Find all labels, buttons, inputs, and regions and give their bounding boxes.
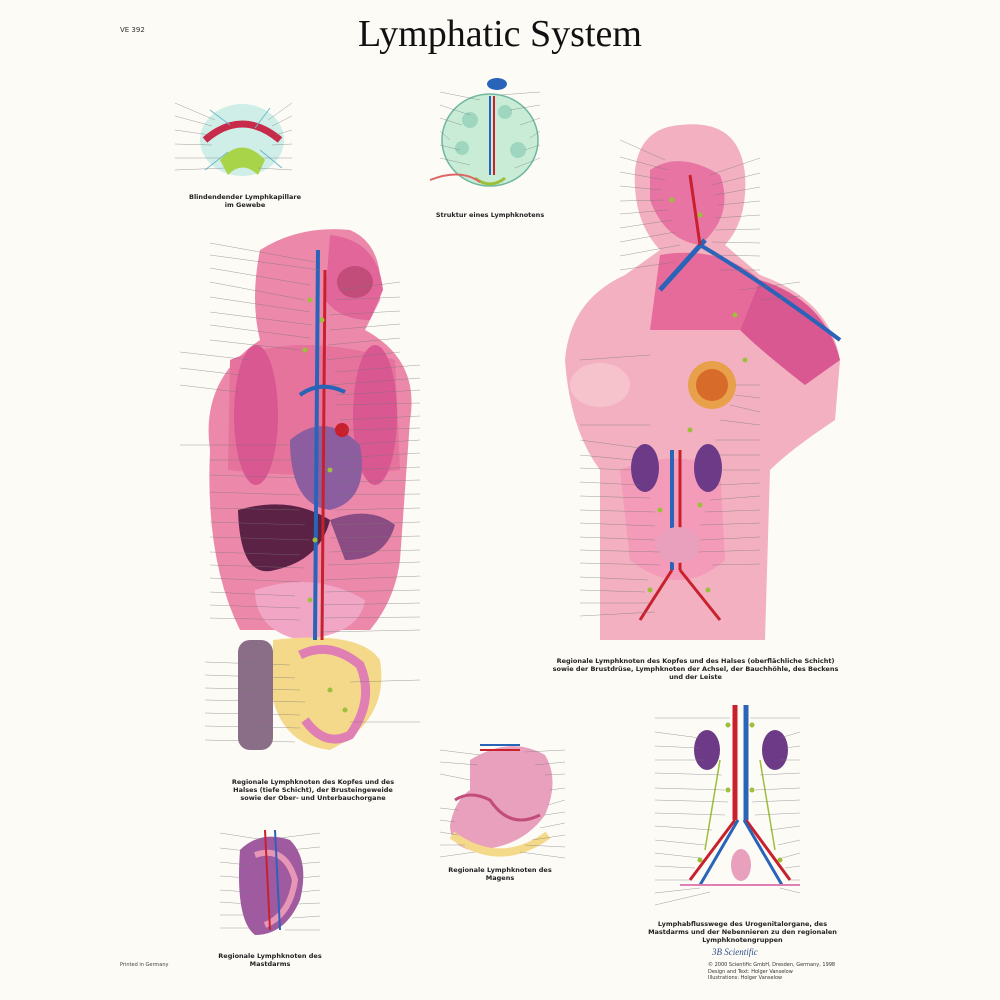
lymph-node-illustration xyxy=(429,78,539,187)
publisher-line-1: © 2000 Scientific GmbH, Dresden, Germany… xyxy=(708,962,836,968)
superficial-figure-caption: Regionale Lymphknoten des Kopfes und des… xyxy=(552,657,839,682)
retroperitoneal-caption: Lymphabflusswege des Urogenitalorgane, d… xyxy=(648,920,837,945)
stomach-leader-lines xyxy=(439,749,566,859)
capillary-caption: Blindendender Lymphkapillare im Gewebe xyxy=(189,193,301,210)
capillary-leader-lines xyxy=(174,102,293,171)
superficial-figure-illustration xyxy=(565,124,842,640)
publisher-line-3: Illustrations: Holger Vanselow xyxy=(708,975,783,981)
publisher-credits: © 2000 Scientific GmbH, Dresden, Germany… xyxy=(708,962,835,982)
lymph-node-caption: Struktur eines Lymphknotens xyxy=(435,211,545,219)
node-leader-lines xyxy=(439,91,541,169)
deep-torso-leader-lines-left xyxy=(179,242,321,743)
lymph-capillary-illustration xyxy=(200,104,284,176)
rectum-caption: Regionale Lymphknoten des Mastdarms xyxy=(218,952,322,969)
poster-code: VE 392 xyxy=(120,26,145,34)
deep-torso-illustration xyxy=(208,229,412,750)
rectum-leader-lines xyxy=(219,832,321,931)
publisher-line-2: Design and Text: Holger Vanselow xyxy=(708,968,793,975)
superficial-figure-leader-lines xyxy=(579,139,801,617)
publisher-logo: 3B Scientific xyxy=(712,947,758,957)
retroperitoneal-leader-lines xyxy=(654,717,801,906)
deep-torso-leader-lines-right xyxy=(319,281,421,723)
rectum-illustration xyxy=(239,829,304,935)
page-title: Lymphatic System xyxy=(358,13,642,55)
stomach-illustration xyxy=(449,744,553,857)
stomach-caption: Regionale Lymphknoten des Magens xyxy=(448,866,552,883)
printed-note: Printed in Germany xyxy=(120,962,169,968)
deep-torso-caption: Regionale Lymphknoten des Kopfes und des… xyxy=(231,778,395,803)
